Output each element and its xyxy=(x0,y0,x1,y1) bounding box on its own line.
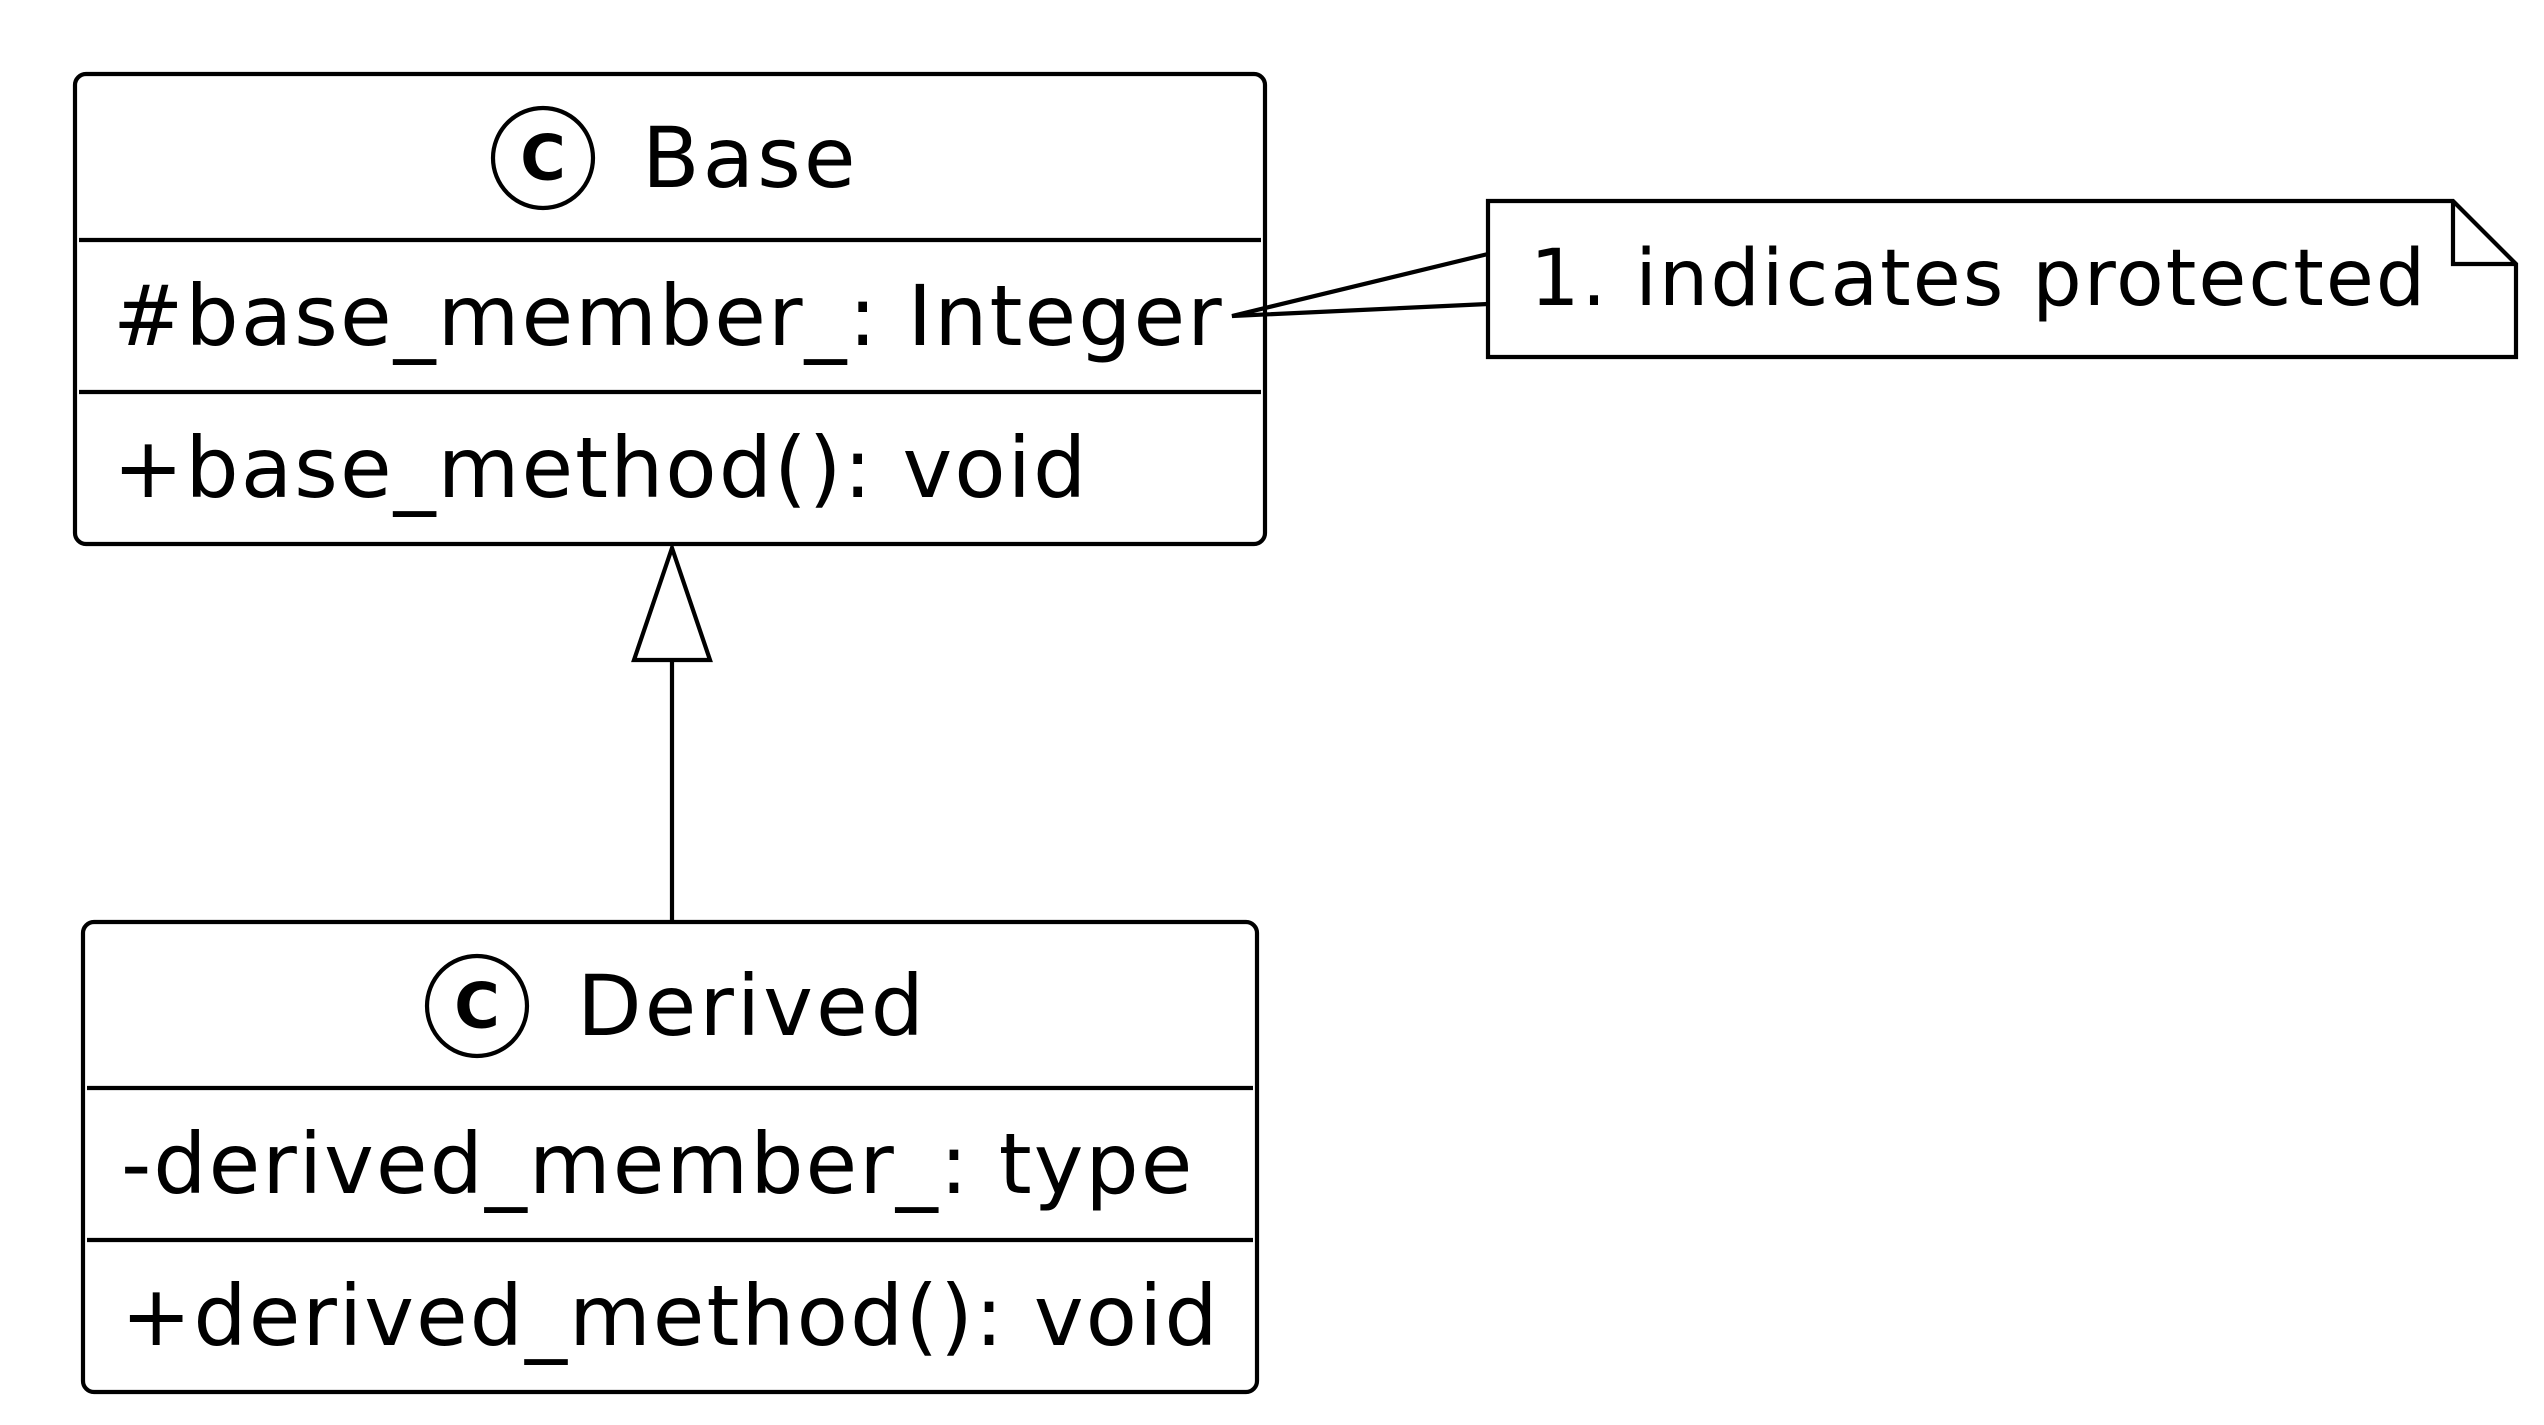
class-derived-name: Derived xyxy=(577,957,927,1055)
inheritance-triangle-icon xyxy=(631,541,713,663)
class-icon-letter: C xyxy=(454,970,500,1043)
note-box xyxy=(1485,198,2519,360)
note-text: 1. indicates protected xyxy=(1530,234,2427,324)
note-connector xyxy=(1231,251,1489,319)
class-derived-attribute: -derived_member_: type xyxy=(121,1115,1194,1213)
class-derived-method: +derived_method(): void xyxy=(121,1267,1220,1365)
note[interactable]: 1. indicates protected xyxy=(1231,198,2519,360)
class-derived[interactable]: C Derived -derived_member_: type +derive… xyxy=(80,919,1260,1395)
class-base-name: Base xyxy=(642,109,859,207)
class-base-attribute: #base_member_: Integer xyxy=(113,267,1224,365)
class-base[interactable]: C Base #base_member_: Integer +base_meth… xyxy=(72,71,1268,547)
class-icon: C xyxy=(490,105,596,211)
class-icon: C xyxy=(424,953,530,1059)
inheritance-arrow[interactable] xyxy=(631,541,713,922)
class-base-method: +base_method(): void xyxy=(113,419,1088,517)
class-icon-letter: C xyxy=(520,122,566,195)
note-fold-icon xyxy=(2450,201,2516,267)
